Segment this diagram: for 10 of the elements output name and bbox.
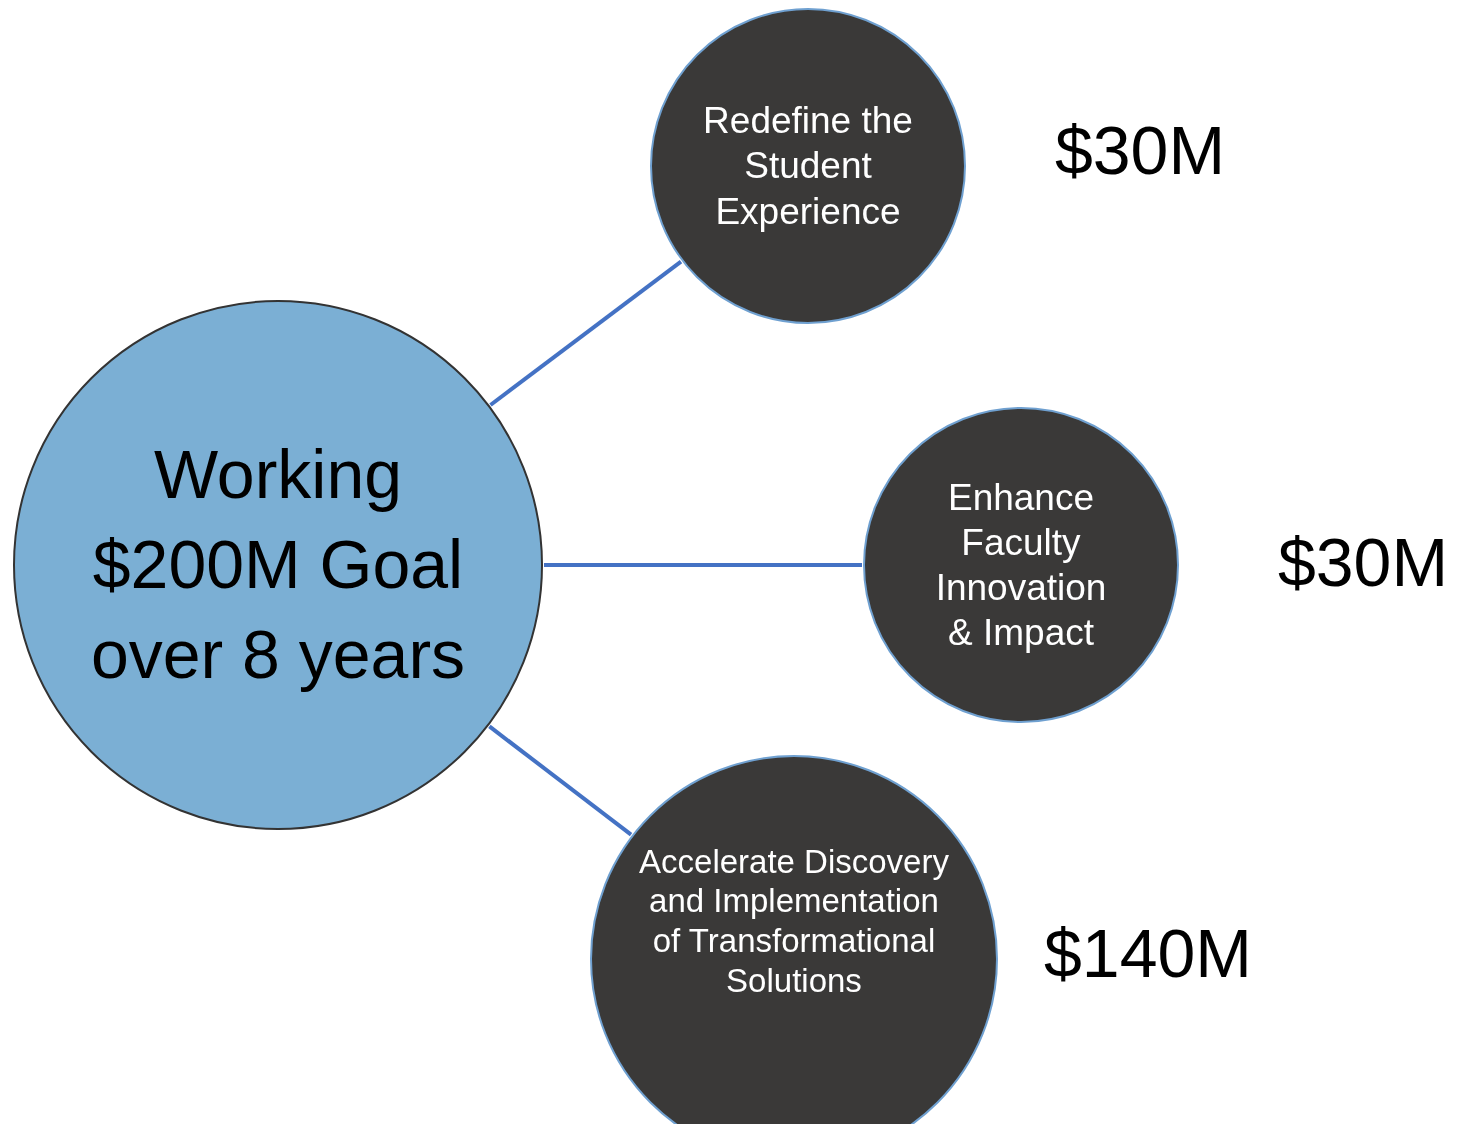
- amount-label: $140M: [1044, 919, 1252, 987]
- amount-label: $30M: [1054, 116, 1226, 184]
- circle-label: Redefine the Student Experience: [702, 99, 914, 234]
- connector-line: [544, 563, 862, 567]
- circle-label: Enhance Faculty Innovation & Impact: [934, 475, 1108, 656]
- connector-line: [489, 260, 683, 407]
- amount-label: $30M: [1277, 528, 1449, 596]
- circle-label: Accelerate Discovery and Implementation of Transformational Solutions: [639, 841, 949, 1001]
- circle-label: Working $200M Goal over 8 years: [89, 435, 467, 694]
- connector-line: [488, 724, 633, 837]
